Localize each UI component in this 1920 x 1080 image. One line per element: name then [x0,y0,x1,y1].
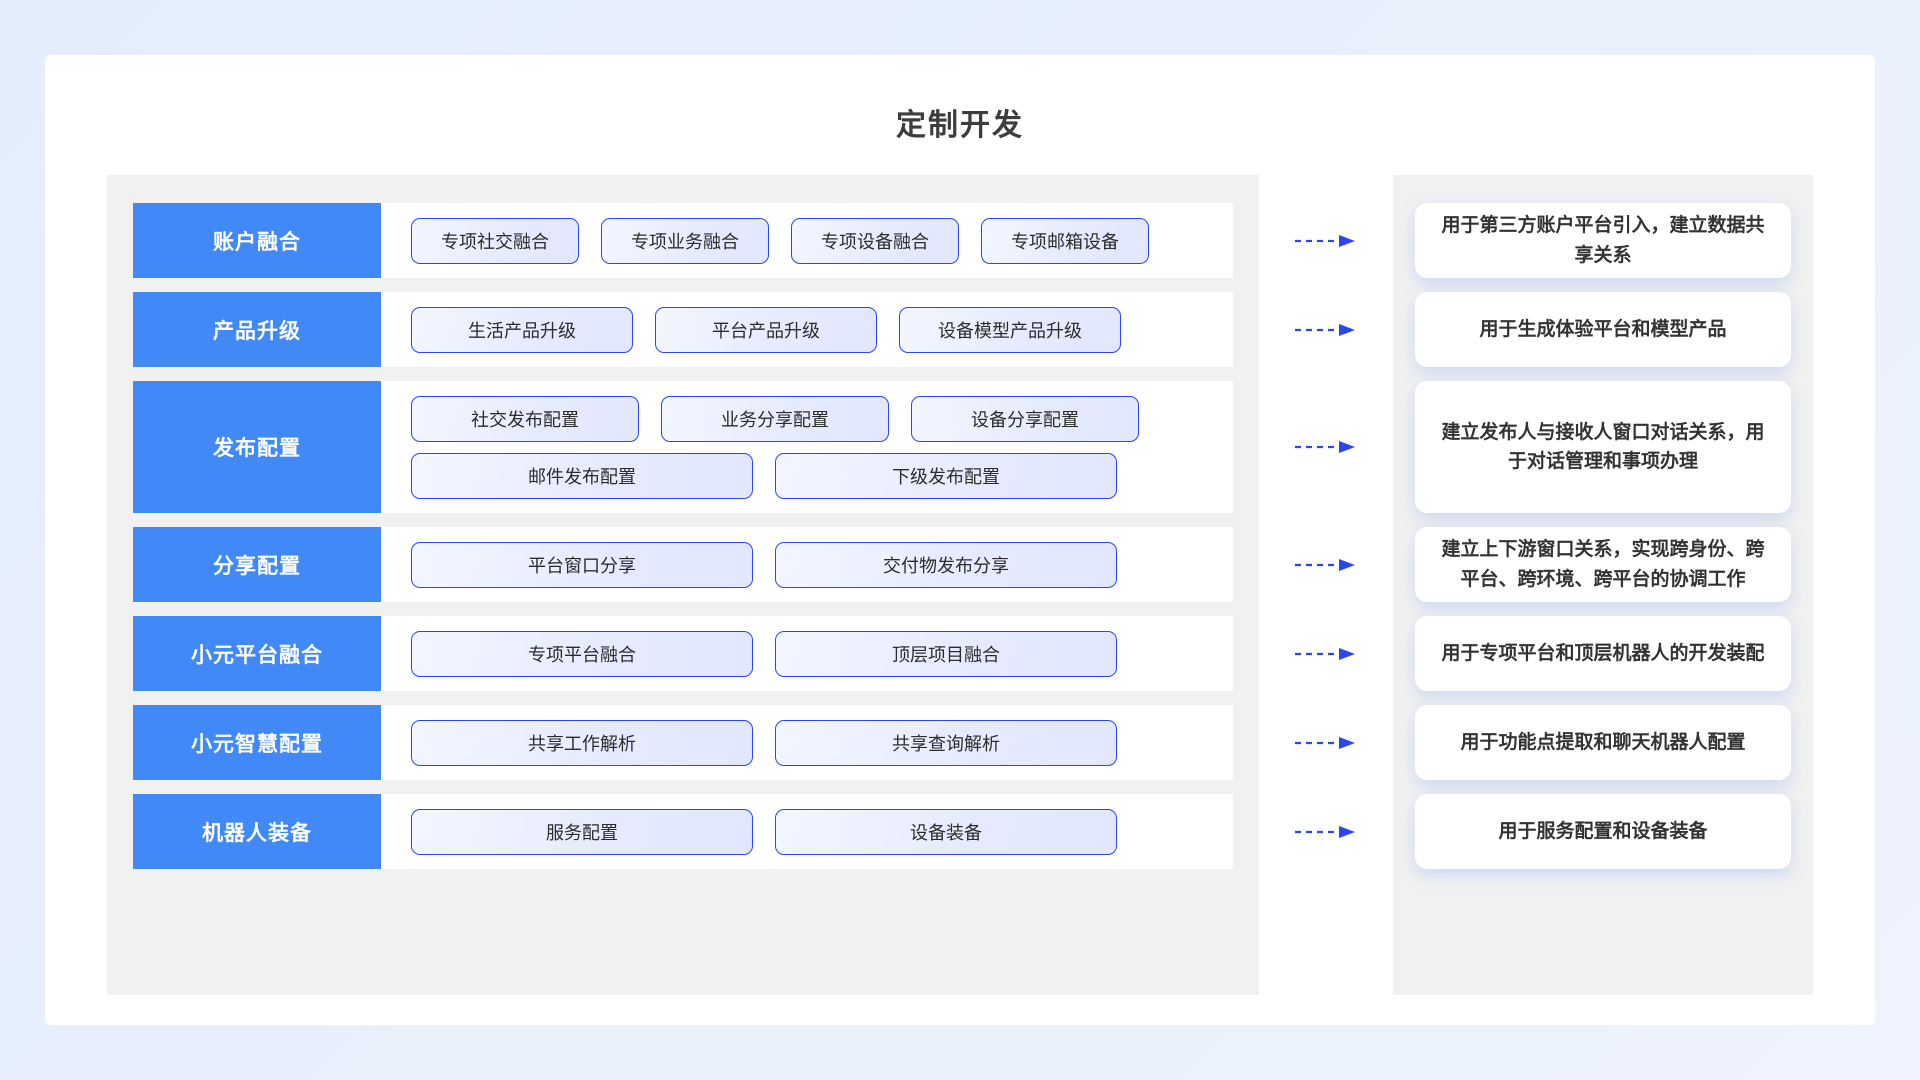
capability-row: 发布配置社交发布配置业务分享配置设备分享配置邮件发布配置下级发布配置 [133,381,1233,513]
row-connector [1281,705,1371,780]
capability-chip[interactable]: 交付物发布分享 [775,541,1117,588]
description-card: 用于功能点提取和聊天机器人配置 [1415,705,1791,780]
descriptions-panel: 用于第三方账户平台引入，建立数据共享关系用于生成体验平台和模型产品建立发布人与接… [1393,175,1813,995]
capability-chip[interactable]: 共享查询解析 [775,719,1117,766]
capability-item-line: 邮件发布配置下级发布配置 [411,452,1209,499]
capability-chip[interactable]: 设备分享配置 [911,395,1139,442]
row-connector [1281,527,1371,602]
capability-item-line: 社交发布配置业务分享配置设备分享配置 [411,395,1209,442]
capability-chip[interactable]: 平台产品升级 [655,306,877,353]
capability-row-label[interactable]: 发布配置 [133,381,381,513]
row-connector [1281,616,1371,691]
capability-chip[interactable]: 设备模型产品升级 [899,306,1121,353]
diagram-board: 账户融合专项社交融合专项业务融合专项设备融合专项邮箱设备产品升级生活产品升级平台… [107,175,1813,995]
capability-item-line: 平台窗口分享交付物发布分享 [411,541,1209,588]
capability-chip[interactable]: 专项平台融合 [411,630,753,677]
capability-item-line: 专项平台融合顶层项目融合 [411,630,1209,677]
dashed-arrow-right-icon [1295,323,1355,336]
capability-row-label[interactable]: 账户融合 [133,203,381,278]
capability-row: 分享配置平台窗口分享交付物发布分享 [133,527,1233,602]
description-card: 用于服务配置和设备装备 [1415,794,1791,869]
description-card: 建立发布人与接收人窗口对话关系，用于对话管理和事项办理 [1415,381,1791,513]
capability-chip[interactable]: 专项邮箱设备 [981,217,1149,264]
capability-row-label[interactable]: 产品升级 [133,292,381,367]
capability-chip[interactable]: 共享工作解析 [411,719,753,766]
capability-item-group: 服务配置设备装备 [381,794,1233,869]
dashed-arrow-right-icon [1295,558,1355,571]
capability-chip[interactable]: 生活产品升级 [411,306,633,353]
capability-chip[interactable]: 业务分享配置 [661,395,889,442]
description-card: 建立上下游窗口关系，实现跨身份、跨平台、跨环境、跨平台的协调工作 [1415,527,1791,602]
capability-row-label[interactable]: 小元平台融合 [133,616,381,691]
description-card: 用于生成体验平台和模型产品 [1415,292,1791,367]
row-connector [1281,203,1371,278]
capability-item-group: 专项社交融合专项业务融合专项设备融合专项邮箱设备 [381,203,1233,278]
capability-row-label[interactable]: 分享配置 [133,527,381,602]
capability-item-group: 专项平台融合顶层项目融合 [381,616,1233,691]
capability-item-line: 共享工作解析共享查询解析 [411,719,1209,766]
capability-row: 小元智慧配置共享工作解析共享查询解析 [133,705,1233,780]
capability-item-line: 专项社交融合专项业务融合专项设备融合专项邮箱设备 [411,217,1209,264]
row-connector [1281,381,1371,513]
page-title: 定制开发 [896,109,1024,142]
capability-chip[interactable]: 服务配置 [411,808,753,855]
capabilities-panel: 账户融合专项社交融合专项业务融合专项设备融合专项邮箱设备产品升级生活产品升级平台… [107,175,1259,995]
capability-chip[interactable]: 平台窗口分享 [411,541,753,588]
capability-chip[interactable]: 顶层项目融合 [775,630,1117,677]
description-card: 用于专项平台和顶层机器人的开发装配 [1415,616,1791,691]
capability-chip[interactable]: 专项业务融合 [601,217,769,264]
dashed-arrow-right-icon [1295,736,1355,749]
capability-row-label[interactable]: 机器人装备 [133,794,381,869]
capability-item-line: 服务配置设备装备 [411,808,1209,855]
page-card: 定制开发 账户融合专项社交融合专项业务融合专项设备融合专项邮箱设备产品升级生活产… [45,55,1875,1025]
row-connector [1281,794,1371,869]
capability-item-group: 平台窗口分享交付物发布分享 [381,527,1233,602]
capability-chip[interactable]: 下级发布配置 [775,452,1117,499]
capability-row: 小元平台融合专项平台融合顶层项目融合 [133,616,1233,691]
capability-chip[interactable]: 社交发布配置 [411,395,639,442]
dashed-arrow-right-icon [1295,825,1355,838]
capability-item-group: 共享工作解析共享查询解析 [381,705,1233,780]
arrow-connector-column [1281,175,1371,995]
dashed-arrow-right-icon [1295,441,1355,453]
capability-chip[interactable]: 专项社交融合 [411,217,579,264]
description-card: 用于第三方账户平台引入，建立数据共享关系 [1415,203,1791,278]
capability-row: 产品升级生活产品升级平台产品升级设备模型产品升级 [133,292,1233,367]
capability-row-label[interactable]: 小元智慧配置 [133,705,381,780]
capability-item-group: 社交发布配置业务分享配置设备分享配置邮件发布配置下级发布配置 [381,381,1233,513]
capability-item-group: 生活产品升级平台产品升级设备模型产品升级 [381,292,1233,367]
capability-item-line: 生活产品升级平台产品升级设备模型产品升级 [411,306,1209,353]
capability-row: 账户融合专项社交融合专项业务融合专项设备融合专项邮箱设备 [133,203,1233,278]
capability-chip[interactable]: 专项设备融合 [791,217,959,264]
dashed-arrow-right-icon [1295,647,1355,660]
dashed-arrow-right-icon [1295,234,1355,247]
capability-chip[interactable]: 设备装备 [775,808,1117,855]
row-connector [1281,292,1371,367]
capability-row: 机器人装备服务配置设备装备 [133,794,1233,869]
capability-chip[interactable]: 邮件发布配置 [411,452,753,499]
